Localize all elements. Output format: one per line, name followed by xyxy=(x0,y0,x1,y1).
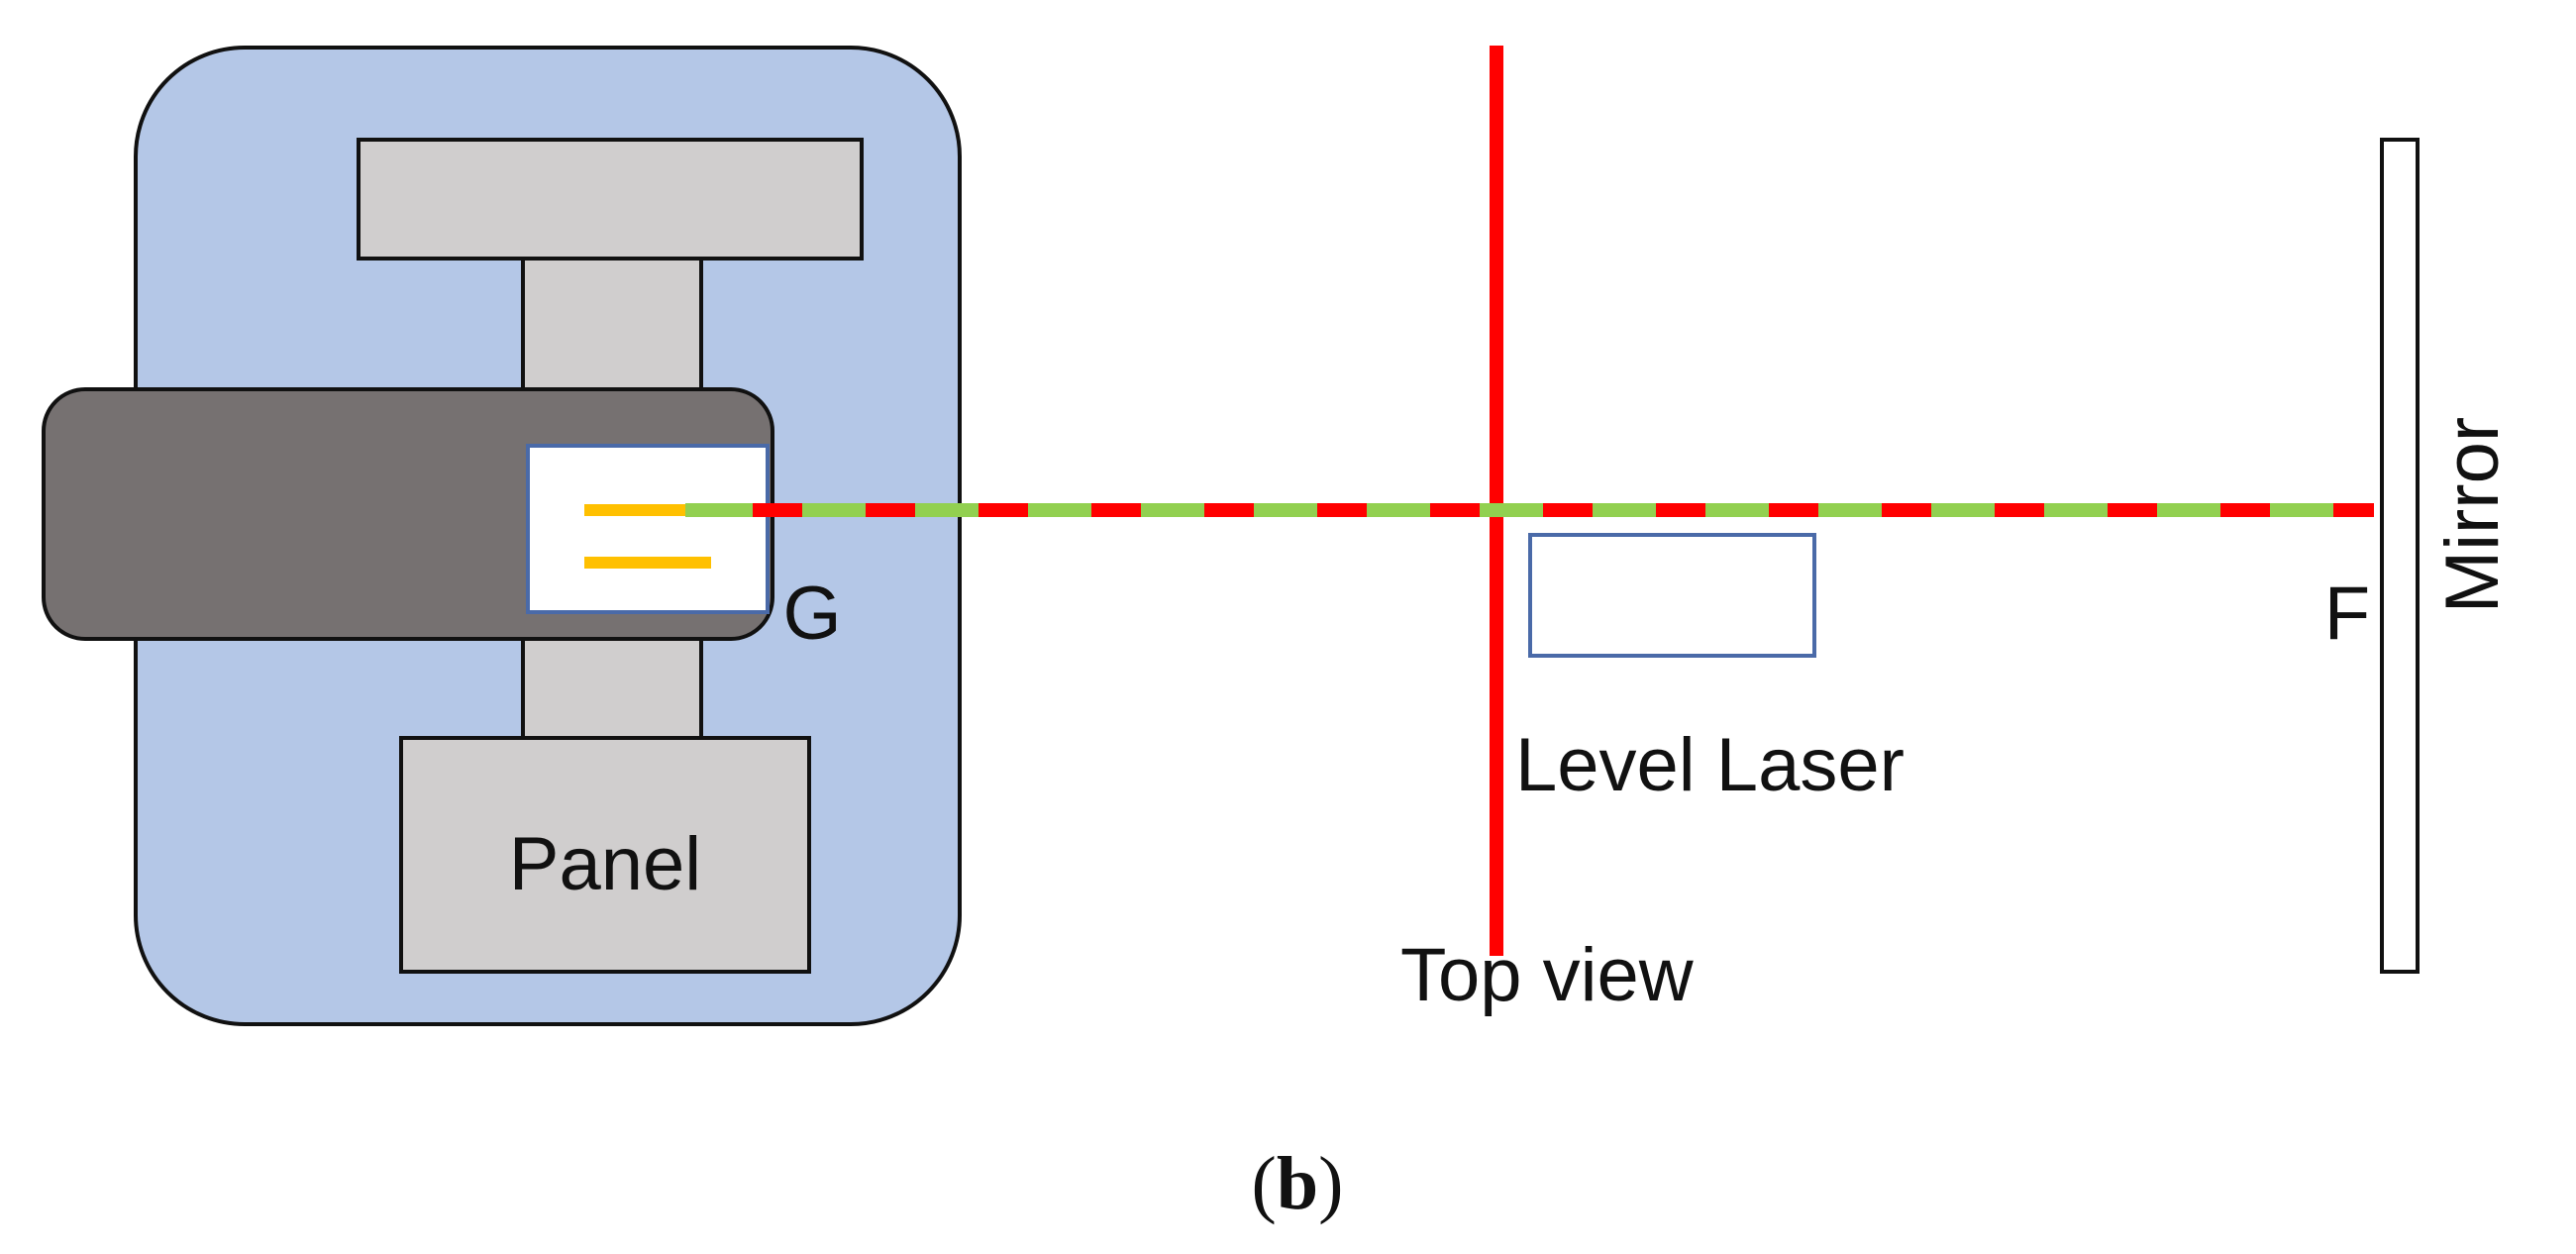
level-laser-box xyxy=(1528,533,1816,658)
level-laser-label: Level Laser xyxy=(1515,723,1905,807)
mirror-label: Mirror xyxy=(2430,417,2515,613)
top-bar xyxy=(357,138,864,261)
f-label: F xyxy=(2324,572,2370,656)
caption-open: ( xyxy=(1252,1142,1277,1225)
caption-close: ) xyxy=(1318,1142,1343,1225)
mirror xyxy=(2380,138,2420,974)
top-view-label: Top view xyxy=(1400,933,1695,1017)
caption-letter: b xyxy=(1277,1142,1318,1225)
g-label: G xyxy=(782,572,841,656)
panel-label: Panel xyxy=(509,822,701,906)
sensor-box xyxy=(526,444,770,614)
panel-box xyxy=(399,736,811,974)
caption: (b) xyxy=(1252,1142,1344,1225)
